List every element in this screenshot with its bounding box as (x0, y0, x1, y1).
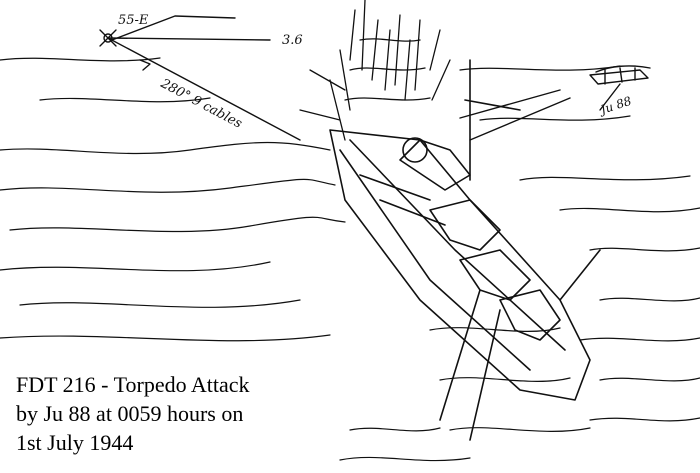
caption-line-2: by Ju 88 at 0059 hours on (16, 401, 244, 426)
aircraft-sketch (459, 65, 651, 141)
caption: FDT 216 - Torpedo Attack by Ju 88 at 005… (16, 370, 250, 457)
explosion-plume (299, 0, 451, 141)
caption-line-3: 1st July 1944 (16, 430, 134, 455)
ship-hull (329, 59, 601, 441)
caption-line-1: FDT 216 - Torpedo Attack (16, 372, 250, 397)
aircraft-note: Ju 88 (596, 94, 634, 118)
bearing-line (99, 15, 301, 141)
distance-note: 3.6 (282, 33, 303, 48)
bearing-ref-note: 55-E (118, 13, 149, 28)
